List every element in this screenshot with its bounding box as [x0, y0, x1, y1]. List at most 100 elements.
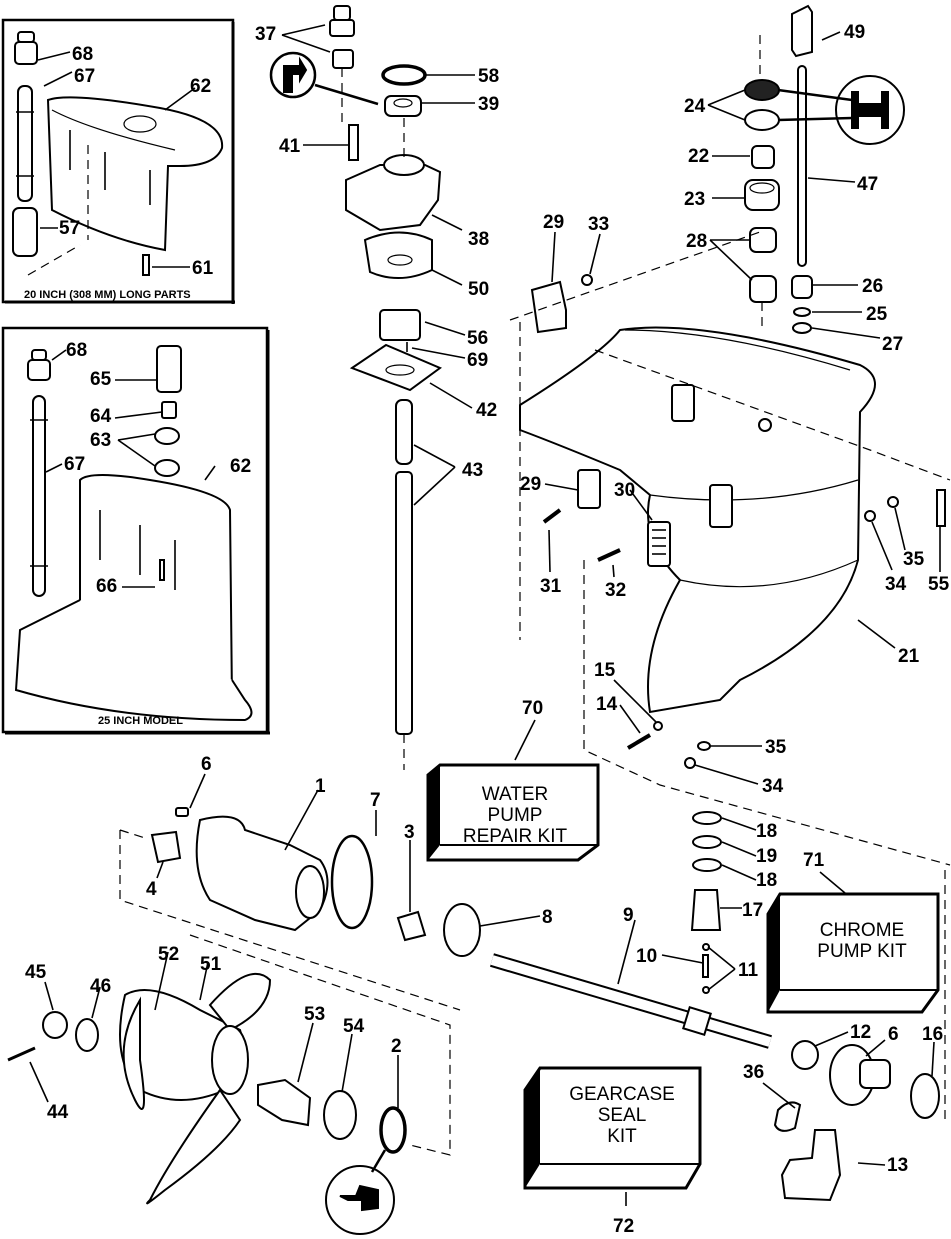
- callout-65: 65: [90, 369, 112, 390]
- exhaust-housing-62: [46, 96, 224, 252]
- kit-label-line-2: SEAL: [598, 1105, 647, 1126]
- callout-4: 4: [146, 879, 157, 900]
- callout-39: 39: [478, 94, 499, 115]
- thrust-bearing-19: [692, 835, 722, 849]
- callout-2: 2: [391, 1036, 402, 1057]
- callout-14: 14: [596, 694, 618, 715]
- cotter-pin-44: [7, 1046, 36, 1062]
- inset-caption-20-inch: 20 INCH (308 MM) LONG PARTS: [24, 289, 191, 301]
- clutch-dog-12: [791, 1040, 819, 1070]
- water-tube-67: [32, 395, 46, 597]
- kit-label-line-2: PUMP: [488, 805, 543, 826]
- callout-58: 58: [478, 66, 499, 87]
- callout-27: 27: [882, 334, 903, 355]
- anode-29b: [577, 469, 601, 509]
- shift-rod-47: [797, 65, 807, 267]
- callout-46: 46: [90, 976, 111, 997]
- gasket-35a: [887, 496, 899, 508]
- kit-label-line-3: KIT: [607, 1126, 637, 1147]
- callout-26: 26: [862, 276, 883, 297]
- impeller-56: [379, 309, 421, 341]
- inset-caption-25-inch: 25 INCH MODEL: [98, 715, 183, 727]
- seal-2: [379, 1106, 407, 1154]
- bushing-26: [791, 275, 813, 299]
- callout-28: 28: [686, 231, 707, 252]
- washer-46: [75, 1018, 99, 1052]
- callout-37: 37: [255, 24, 276, 45]
- callout-56: 56: [467, 328, 488, 349]
- kit-water-pump: 70 WATER PUMP REPAIR KIT: [426, 698, 600, 862]
- kit-label-line-2: PUMP KIT: [817, 941, 907, 962]
- callout-45: 45: [25, 962, 47, 983]
- callout-53: 53: [304, 1004, 325, 1025]
- o-ring-7: [330, 834, 374, 930]
- water-pump-group: 37 58 39 41 38 50 56 69 42 43: [255, 5, 499, 770]
- callout-29b: 29: [520, 474, 541, 495]
- callout-3: 3: [404, 822, 415, 843]
- callout-51: 51: [200, 954, 222, 975]
- fitting-37b: [332, 49, 354, 69]
- kit-label-line-3: REPAIR KIT: [463, 826, 568, 847]
- callout-30: 30: [614, 480, 635, 501]
- callout-18b: 18: [756, 870, 777, 891]
- thrust-washer-54: [323, 1090, 357, 1140]
- callout-34a: 34: [885, 574, 907, 595]
- grommet-63b: [154, 459, 180, 477]
- kit-label-line-1: WATER: [482, 784, 549, 805]
- callout-36: 36: [743, 1062, 764, 1083]
- screw-55: [936, 489, 946, 527]
- callout-25: 25: [866, 304, 888, 325]
- trim-tab-29a: [530, 280, 567, 334]
- callout-38: 38: [468, 229, 489, 250]
- callout-54: 54: [343, 1016, 365, 1037]
- callout-43: 43: [462, 460, 483, 481]
- callout-1: 1: [315, 776, 326, 797]
- callout-22: 22: [688, 146, 709, 167]
- callout-68: 68: [72, 44, 93, 65]
- callout-6b: 6: [888, 1024, 899, 1045]
- callout-11: 11: [738, 960, 759, 981]
- plug-34b: [684, 757, 696, 769]
- callout-55: 55: [928, 574, 950, 595]
- bearing-24b: [744, 109, 780, 131]
- inset-25-inch-panel: 68 65 64 63 67 62 66 25 INCH MODEL: [1, 326, 270, 735]
- shift-rod-group: 49 24 22 47 23 28 26 25 27: [684, 4, 905, 355]
- callout-18a: 18: [756, 821, 777, 842]
- callout-49: 49: [844, 22, 865, 43]
- connector-49: [791, 4, 813, 58]
- o-ring-58: [381, 64, 427, 86]
- plug-34a: [864, 510, 876, 522]
- grommet-63a: [154, 427, 180, 445]
- callout-64: 64: [90, 406, 112, 427]
- washer-18b: [692, 858, 722, 872]
- gearcase-21: [519, 326, 876, 714]
- seal-39: [384, 95, 422, 117]
- bearing-4: [150, 830, 182, 864]
- kit-chrome-pump: 71 CHROME PUMP KIT: [766, 850, 940, 1014]
- inset-20-inch-panel: 68 67 62 57 61 20 INCH (308 MM) LONG PAR…: [1, 18, 235, 304]
- bearing-3: [396, 910, 427, 942]
- callout-9: 9: [623, 905, 634, 926]
- callout-31: 31: [540, 576, 562, 597]
- callout-7: 7: [370, 790, 381, 811]
- callout-50: 50: [468, 279, 489, 300]
- pump-housing-38: [345, 164, 442, 232]
- screw-41: [348, 124, 359, 161]
- water-tube-67: [17, 85, 33, 202]
- bearing-22: [751, 145, 775, 169]
- callout-29a: 29: [543, 212, 564, 233]
- callout-61: 61: [192, 258, 214, 279]
- washer-18a: [692, 811, 722, 825]
- callout-63: 63: [90, 430, 111, 451]
- kit-label-line-1: GEARCASE: [569, 1084, 675, 1105]
- callout-47: 47: [857, 174, 878, 195]
- prop-nut-45: [42, 1011, 68, 1039]
- callout-42: 42: [476, 400, 497, 421]
- callout-32: 32: [605, 580, 626, 601]
- bearing-16: [910, 1073, 940, 1119]
- gearcase-housing-group: 29 33 29 30 31 32 34 35 55 21 15 14 35 3…: [509, 212, 951, 866]
- nut-33: [581, 274, 593, 286]
- gasket-35b: [697, 741, 711, 751]
- callout-62: 62: [230, 456, 251, 477]
